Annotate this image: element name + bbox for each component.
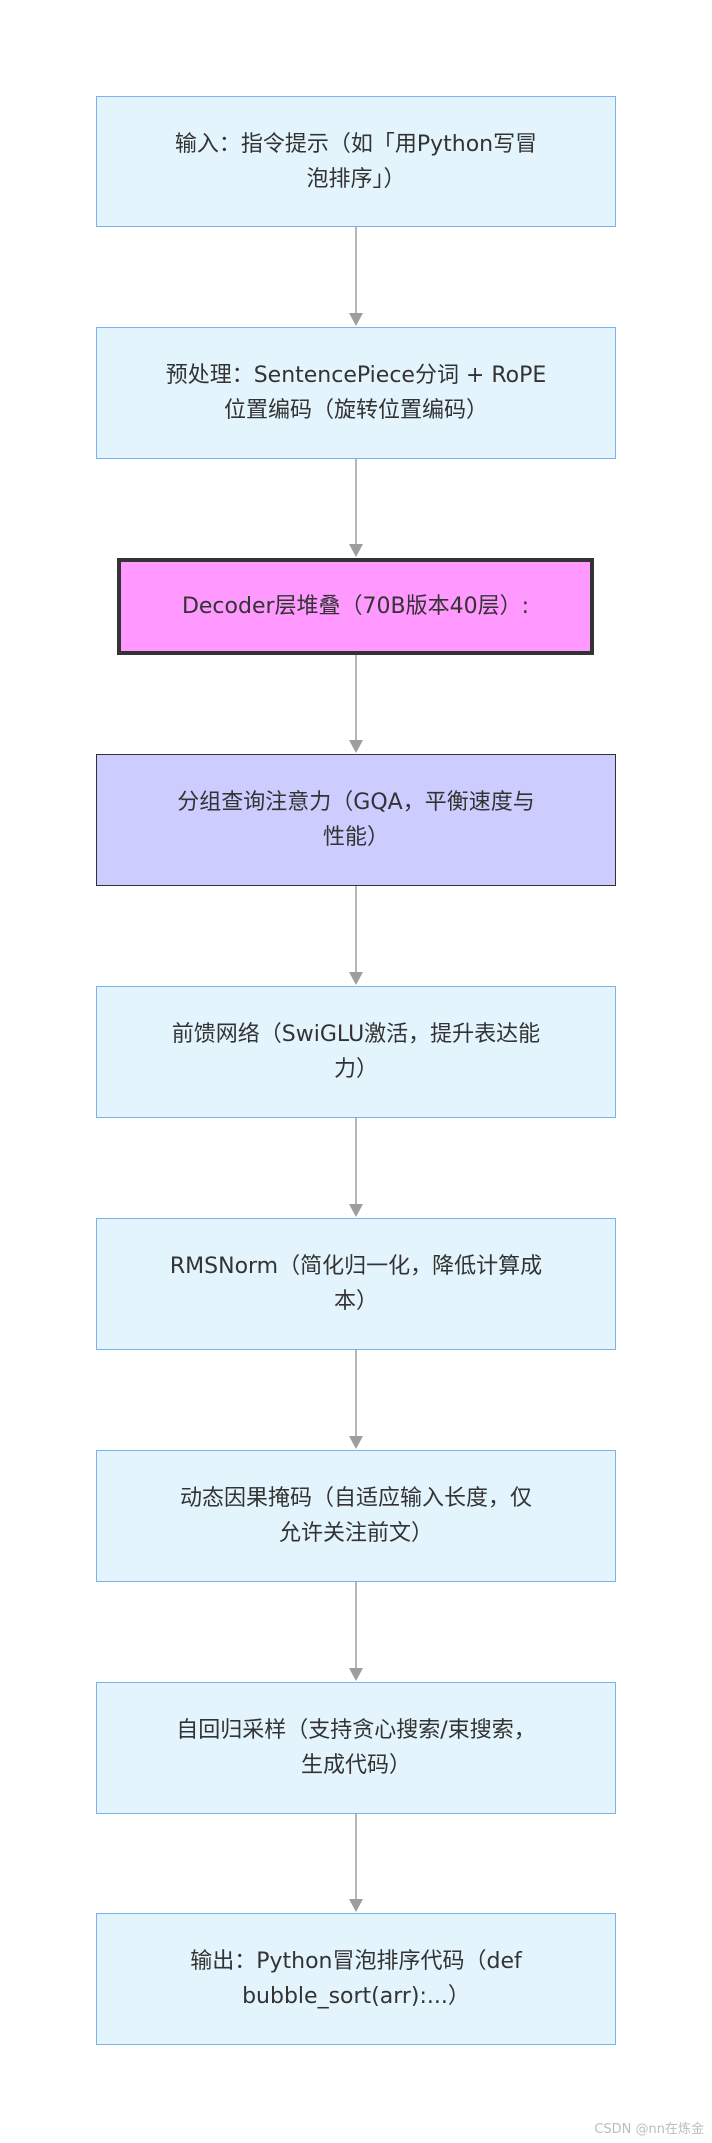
arrowhead-icon (349, 1436, 363, 1449)
edge-decoder-stack-to-gqa (349, 655, 363, 753)
node-label: 动态因果掩码（自适应输入长度，仅允许关注前文） (180, 1481, 532, 1551)
node-ffn: 前馈网络（SwiGLU激活，提升表达能力） (96, 986, 616, 1118)
node-label-line: bubble_sort(arr):...） (242, 1984, 470, 2009)
node-label-line: RMSNorm（简化归一化，降低计算成 (169, 1254, 543, 1279)
node-label-line: 前馈网络（SwiGLU激活，提升表达能 (171, 1022, 541, 1047)
node-label: 分组查询注意力（GQA，平衡速度与性能） (177, 785, 534, 855)
node-label-line: 本） (333, 1289, 378, 1314)
node-label: 输入：指令提示（如「用Python写冒泡排序」） (175, 127, 537, 197)
node-label: 输出：Python冒泡排序代码（def bubble_sort(arr):...） (190, 1944, 522, 2014)
arrowhead-icon (349, 1204, 363, 1217)
edge-gqa-to-ffn (349, 886, 363, 985)
node-preprocess: 预处理：SentencePiece分词 + RoPE 位置编码（旋转位置编码） (96, 327, 616, 459)
node-label: 预处理：SentencePiece分词 + RoPE 位置编码（旋转位置编码） (166, 358, 547, 428)
edge-sampling-to-output (349, 1814, 363, 1912)
arrowhead-icon (349, 544, 363, 557)
arrowhead-icon (349, 313, 363, 326)
node-label: 前馈网络（SwiGLU激活，提升表达能力） (172, 1017, 540, 1087)
node-label: 自回归采样（支持贪心搜索/束搜索， 生成代码） (176, 1713, 535, 1783)
node-input: 输入：指令提示（如「用Python写冒泡排序」） (96, 96, 616, 227)
node-label-line: 性能） (322, 825, 389, 850)
node-label-line: 泡排序」） (306, 166, 406, 192)
node-output: 输出：Python冒泡排序代码（def bubble_sort(arr):...） (96, 1913, 616, 2045)
arrowhead-icon (349, 972, 363, 985)
node-causal-mask: 动态因果掩码（自适应输入长度，仅允许关注前文） (96, 1450, 616, 1582)
edge-preprocess-to-decoder-stack (349, 459, 363, 557)
node-label-line: 位置编码（旋转位置编码） (223, 398, 488, 423)
node-label: Decoder层堆叠（70B版本40层）: (182, 589, 529, 624)
node-label: RMSNorm（简化归一化，降低计算成本） (170, 1249, 542, 1319)
edge-rmsnorm-to-causal-mask (349, 1350, 363, 1449)
node-label-line: 输出：Python冒泡排序代码（def (190, 1949, 522, 1974)
arrowhead-icon (349, 1668, 363, 1681)
node-sampling: 自回归采样（支持贪心搜索/束搜索， 生成代码） (96, 1682, 616, 1814)
node-label-line: 输入：指令提示（如「用Python写冒 (174, 131, 538, 157)
node-label-line: 生成代码） (300, 1753, 411, 1778)
arrowhead-icon (349, 740, 363, 753)
arrowhead-icon (349, 1899, 363, 1912)
node-decoder-stack: Decoder层堆叠（70B版本40层）: (117, 558, 594, 655)
node-label-line: 力） (333, 1057, 378, 1082)
edge-input-to-preprocess (349, 227, 363, 326)
node-label-line: 分组查询注意力（GQA，平衡速度与 (177, 790, 535, 815)
node-label-line: 自回归采样（支持贪心搜索/束搜索， (176, 1718, 536, 1743)
watermark: CSDN @nn在炼金 (594, 2122, 704, 2137)
node-label-line: 允许关注前文） (278, 1521, 433, 1546)
edge-ffn-to-rmsnorm (349, 1118, 363, 1217)
node-label-line: Decoder层堆叠（70B版本40层）: (181, 594, 530, 619)
node-label-line: 动态因果掩码（自适应输入长度，仅 (179, 1486, 532, 1511)
node-gqa: 分组查询注意力（GQA，平衡速度与性能） (96, 754, 616, 886)
node-rmsnorm: RMSNorm（简化归一化，降低计算成本） (96, 1218, 616, 1350)
node-label-line: 预处理：SentencePiece分词 + RoPE (165, 363, 547, 388)
edge-causal-mask-to-sampling (349, 1582, 363, 1681)
